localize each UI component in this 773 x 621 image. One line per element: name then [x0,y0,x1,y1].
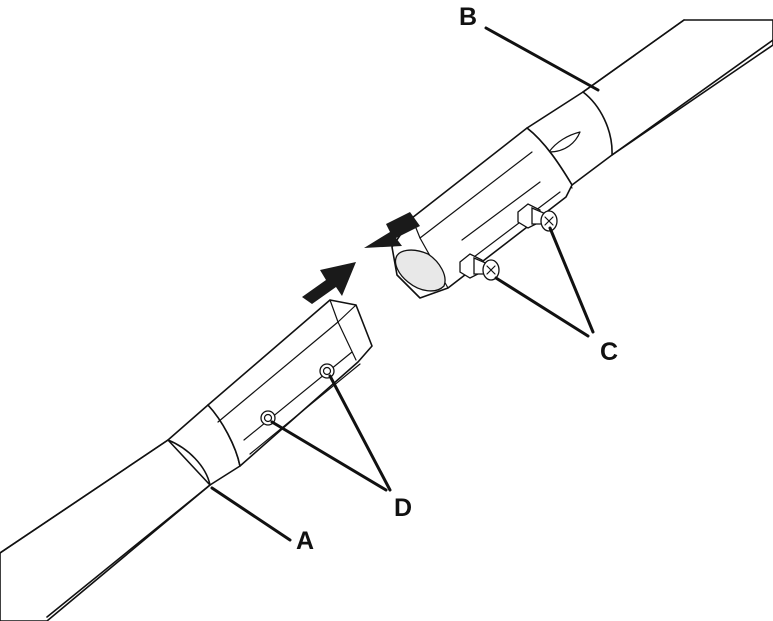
bolt-hole-icon [319,363,335,379]
arrow-insert-up-icon [302,262,356,304]
leader-line-a [210,486,292,542]
label-c: C [600,338,619,366]
leader-line-c2 [494,276,590,338]
bolt-and-nut-icon [517,203,558,232]
lower-shaft [0,299,373,621]
upper-shaft [391,19,773,299]
label-a: A [296,527,315,555]
arrow-insert-down-icon [364,212,420,248]
label-d: D [394,494,413,522]
label-b: B [459,3,478,31]
bolt-and-nut-icon [459,253,500,281]
leader-line-c1 [548,226,595,334]
leader-line-b [484,26,600,92]
leader-line-d2 [270,420,388,492]
lower-shaft-tube [0,439,211,621]
collar-slot-icon [548,131,581,153]
upper-shaft-tube [582,19,773,156]
upper-bracket-opening [394,249,446,292]
upper-bracket [391,127,573,299]
lower-bracket [207,299,373,467]
leader-line-d1 [328,374,392,492]
